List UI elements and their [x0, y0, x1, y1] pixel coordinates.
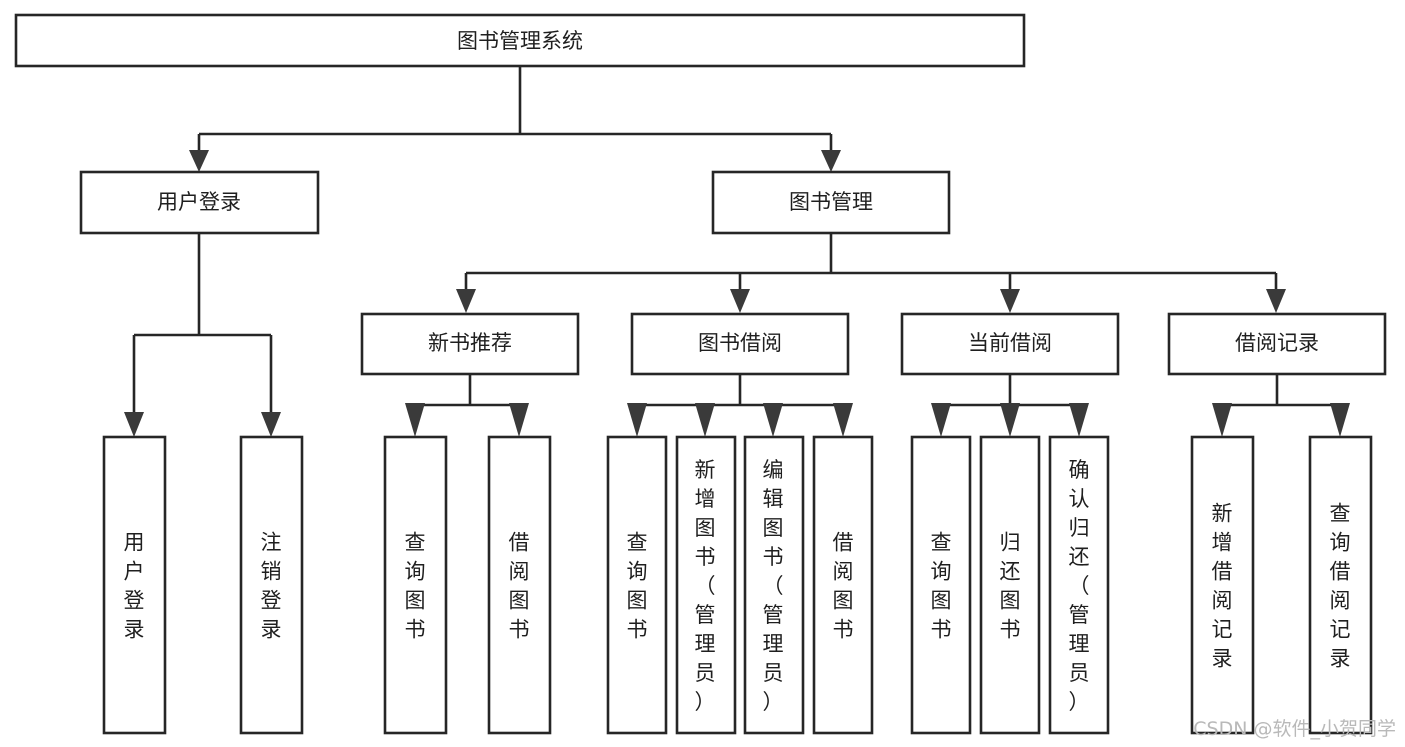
arrow-recommend-leaf-2: [509, 403, 529, 437]
arrow-to-book-mgmt: [821, 150, 841, 172]
node-borrow-record-box[interactable]: [1167, 312, 1387, 376]
node-book-management-label: 图书管理: [789, 190, 873, 214]
leaf-current-borrow-3[interactable]: 确认归还（管理员）: [1048, 435, 1110, 735]
node-book-borrow-box[interactable]: [630, 312, 850, 376]
leaf-book-borrow-2-box[interactable]: [675, 435, 737, 735]
leaf-recommend-2-box[interactable]: [487, 435, 552, 735]
leaf-current-borrow-2-box[interactable]: [979, 435, 1041, 735]
leaf-user-login-2-box[interactable]: [239, 435, 304, 735]
node-root[interactable]: 图书管理系统: [14, 13, 1026, 68]
leaf-user-login-2[interactable]: 注销登录: [239, 435, 304, 735]
leaf-book-borrow-4[interactable]: 借阅图书: [812, 435, 874, 735]
watermark-label: CSDN @软件_小贺同学: [1193, 718, 1396, 740]
leaf-current-borrow-2[interactable]: 归还图书: [979, 435, 1041, 735]
node-current-borrow[interactable]: 当前借阅: [900, 312, 1120, 376]
node-root-label: 图书管理系统: [457, 29, 583, 53]
leaf-user-login-1-label: 用户登录: [124, 531, 145, 642]
leaf-book-borrow-4-label: 借阅图书: [833, 531, 854, 642]
leaf-user-login-1[interactable]: 用户登录: [102, 435, 167, 735]
leaf-user-login-1-box[interactable]: [102, 435, 167, 735]
leaf-book-borrow-3[interactable]: 编辑图书（管理员）: [743, 435, 805, 735]
arrow-borrow-leaf-3: [763, 403, 783, 437]
leaf-current-borrow-1-label: 查询图书: [931, 531, 952, 642]
node-book-management-box[interactable]: [711, 170, 951, 235]
leaf-recommend-1-label: 查询图书: [405, 531, 426, 642]
leaf-borrow-record-2[interactable]: 查询借阅记录: [1308, 435, 1373, 735]
node-user-login[interactable]: 用户登录: [79, 170, 320, 235]
arrow-to-leaf-logout: [261, 412, 281, 437]
leaf-book-borrow-1-box[interactable]: [606, 435, 668, 735]
leaf-book-borrow-4-box[interactable]: [812, 435, 874, 735]
leaf-current-borrow-1-box[interactable]: [910, 435, 972, 735]
node-current-borrow-label: 当前借阅: [968, 331, 1052, 355]
node-new-book-recommend-label: 新书推荐: [428, 331, 512, 355]
leaf-borrow-record-2-label: 查询借阅记录: [1330, 502, 1351, 671]
node-root-box[interactable]: [14, 13, 1026, 68]
arrow-record-leaf-2: [1330, 403, 1350, 437]
leaf-current-borrow-3-box[interactable]: [1048, 435, 1110, 735]
leaf-book-borrow-2-label: 新增图书（管理员）: [695, 458, 716, 714]
arrowhead-layer: [124, 150, 1350, 437]
leaf-current-borrow-1[interactable]: 查询图书: [910, 435, 972, 735]
arrow-borrow-leaf-4: [833, 403, 853, 437]
arrow-recommend-leaf-1: [405, 403, 425, 437]
node-user-login-label: 用户登录: [157, 190, 241, 214]
arrow-borrow-leaf-2: [695, 403, 715, 437]
leaf-recommend-2-label: 借阅图书: [509, 531, 530, 642]
arrow-to-leaf-user-login: [124, 412, 144, 437]
node-book-borrow-label: 图书借阅: [698, 331, 782, 355]
leaf-recommend-1[interactable]: 查询图书: [383, 435, 448, 735]
leaf-book-borrow-3-label: 编辑图书（管理员）: [763, 458, 784, 714]
leaf-borrow-record-1[interactable]: 新增借阅记录: [1190, 435, 1255, 735]
arrow-to-borrow: [730, 289, 750, 313]
leaf-book-borrow-1[interactable]: 查询图书: [606, 435, 668, 735]
arrow-to-user-login: [189, 150, 209, 172]
leaf-recommend-1-box[interactable]: [383, 435, 448, 735]
leaf-borrow-record-2-box[interactable]: [1308, 435, 1373, 735]
node-book-management[interactable]: 图书管理: [711, 170, 951, 235]
arrow-current-leaf-3: [1069, 403, 1089, 437]
arrow-current-leaf-1: [931, 403, 951, 437]
arrow-to-recommend: [456, 289, 476, 313]
arrow-borrow-leaf-1: [627, 403, 647, 437]
arrow-to-current: [1000, 289, 1020, 313]
node-borrow-record-label: 借阅记录: [1235, 331, 1319, 355]
node-new-book-recommend-box[interactable]: [360, 312, 580, 376]
node-new-book-recommend[interactable]: 新书推荐: [360, 312, 580, 376]
leaf-borrow-record-1-label: 新增借阅记录: [1212, 502, 1233, 671]
node-user-login-box[interactable]: [79, 170, 320, 235]
leaf-current-borrow-3-label: 确认归还（管理员）: [1069, 458, 1090, 714]
leaf-current-borrow-2-label: 归还图书: [1000, 531, 1021, 642]
leaf-user-login-2-label: 注销登录: [261, 531, 282, 642]
leaf-book-borrow-3-box[interactable]: [743, 435, 805, 735]
arrow-record-leaf-1: [1212, 403, 1232, 437]
arrow-to-record: [1266, 289, 1286, 313]
leaf-recommend-2[interactable]: 借阅图书: [487, 435, 552, 735]
leaf-book-borrow-2[interactable]: 新增图书（管理员）: [675, 435, 737, 735]
leaf-book-borrow-1-label: 查询图书: [627, 531, 648, 642]
node-book-borrow[interactable]: 图书借阅: [630, 312, 850, 376]
node-borrow-record[interactable]: 借阅记录: [1167, 312, 1387, 376]
leaf-borrow-record-1-box[interactable]: [1190, 435, 1255, 735]
node-current-borrow-box[interactable]: [900, 312, 1120, 376]
arrow-current-leaf-2: [1000, 403, 1020, 437]
